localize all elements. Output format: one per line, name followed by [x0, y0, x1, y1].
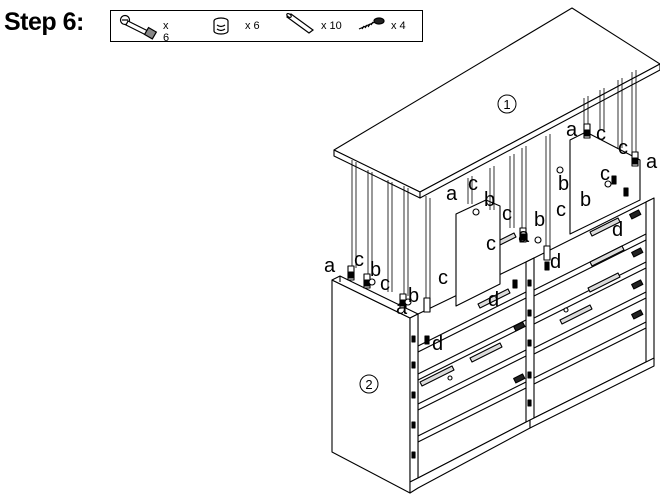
- label-a: a: [446, 183, 458, 205]
- label-b: b: [534, 209, 545, 231]
- parts-qty: x 4: [391, 20, 406, 32]
- svg-text:2: 2: [365, 377, 372, 392]
- drawer-slide: [587, 272, 621, 293]
- label-c: c: [438, 267, 448, 289]
- label-c: c: [502, 203, 512, 225]
- label-b: b: [484, 189, 495, 211]
- label-b: b: [558, 173, 569, 195]
- label-c: c: [380, 273, 390, 295]
- label-a: a: [396, 297, 408, 319]
- label-c: c: [354, 249, 364, 271]
- svg-text:1: 1: [503, 97, 510, 112]
- drawer-slide: [559, 304, 593, 325]
- parts-qty: x 6: [163, 20, 170, 44]
- parts-item-screw: x 4: [355, 11, 421, 41]
- screw-icon: [358, 17, 385, 30]
- parts-qty: x 6: [245, 20, 260, 32]
- callout-part-1: 1: [497, 94, 517, 114]
- callout-part-2: 2: [359, 374, 379, 394]
- label-c: c: [486, 233, 496, 255]
- step-title: Step 6:: [4, 8, 84, 36]
- label-a: a: [518, 225, 530, 247]
- part-letter-labels: a c b c a b c a c b c a b c a c b c b c …: [324, 119, 658, 355]
- parts-list: x 6 x 6 x 10 x 4: [110, 10, 423, 44]
- drawer-slide: [589, 245, 625, 267]
- parts-item-cam-bolt: x 6: [117, 11, 177, 44]
- label-a: a: [566, 119, 578, 141]
- label-b: b: [370, 259, 381, 281]
- drawer-slide: [419, 365, 455, 387]
- drawer-slide: [589, 217, 621, 237]
- label-c: c: [556, 199, 566, 221]
- label-d: d: [432, 333, 443, 355]
- label-c: c: [468, 173, 478, 195]
- label-d: d: [550, 251, 561, 273]
- drawer-slide: [477, 288, 511, 309]
- parts-item-wood-dowel: x 10: [283, 11, 353, 41]
- label-a: a: [646, 151, 658, 173]
- wood-dowel-icon: [285, 13, 315, 34]
- cam-bolt-icon: [119, 14, 158, 40]
- parts-qty: x 10: [321, 20, 342, 32]
- label-c: c: [600, 163, 610, 185]
- label-d: d: [488, 289, 499, 311]
- cabinet-body: [331, 131, 655, 494]
- parts-item-cam-lock: x 6: [211, 11, 271, 41]
- label-c: c: [618, 137, 628, 159]
- label-b: b: [580, 189, 591, 211]
- label-b: b: [408, 285, 419, 307]
- label-a: a: [324, 255, 336, 277]
- cam-lock-icon: [213, 17, 229, 35]
- label-c: c: [596, 123, 606, 145]
- drawer-slide: [469, 342, 503, 363]
- label-d: d: [612, 219, 623, 241]
